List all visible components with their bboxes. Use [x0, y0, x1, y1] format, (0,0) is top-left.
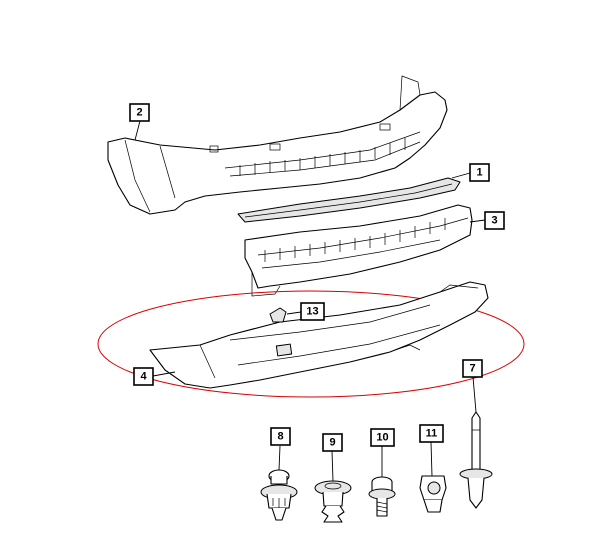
callout-4: 4 — [133, 367, 154, 386]
callout-label: 1 — [476, 167, 482, 179]
clip-nut-part-11[interactable] — [419, 475, 447, 513]
callout-label: 13 — [306, 306, 318, 318]
callout-7: 7 — [462, 359, 483, 378]
callout-1: 1 — [469, 163, 490, 182]
callout-8: 8 — [270, 427, 291, 446]
leader-lines — [134, 120, 486, 482]
step-pad-part[interactable] — [237, 177, 461, 223]
clip-part-9[interactable] — [314, 480, 352, 523]
plug-part-13[interactable] — [269, 307, 287, 323]
callout-label: 2 — [136, 107, 142, 119]
callout-label: 7 — [469, 363, 475, 375]
callout-label: 9 — [329, 437, 335, 449]
callout-label: 8 — [277, 431, 283, 443]
callout-label: 11 — [426, 428, 438, 440]
callout-11: 11 — [419, 424, 444, 443]
rivet-part-7[interactable] — [459, 411, 493, 509]
callout-9: 9 — [322, 433, 343, 452]
bumper-fascia-part[interactable] — [107, 75, 448, 215]
callout-3: 3 — [484, 211, 505, 230]
energy-absorber-part[interactable] — [244, 204, 473, 297]
bolt-part-10[interactable] — [368, 476, 396, 517]
callout-label: 3 — [491, 215, 497, 227]
callout-label: 10 — [376, 432, 388, 444]
callout-10: 10 — [370, 428, 395, 447]
highlight-ellipse — [97, 290, 525, 398]
push-pin-retainer-part-8[interactable] — [260, 469, 298, 521]
callout-label: 4 — [140, 371, 147, 383]
callout-2: 2 — [129, 103, 150, 122]
callout-13: 13 — [300, 302, 325, 321]
lower-valance-part[interactable] — [149, 281, 489, 389]
